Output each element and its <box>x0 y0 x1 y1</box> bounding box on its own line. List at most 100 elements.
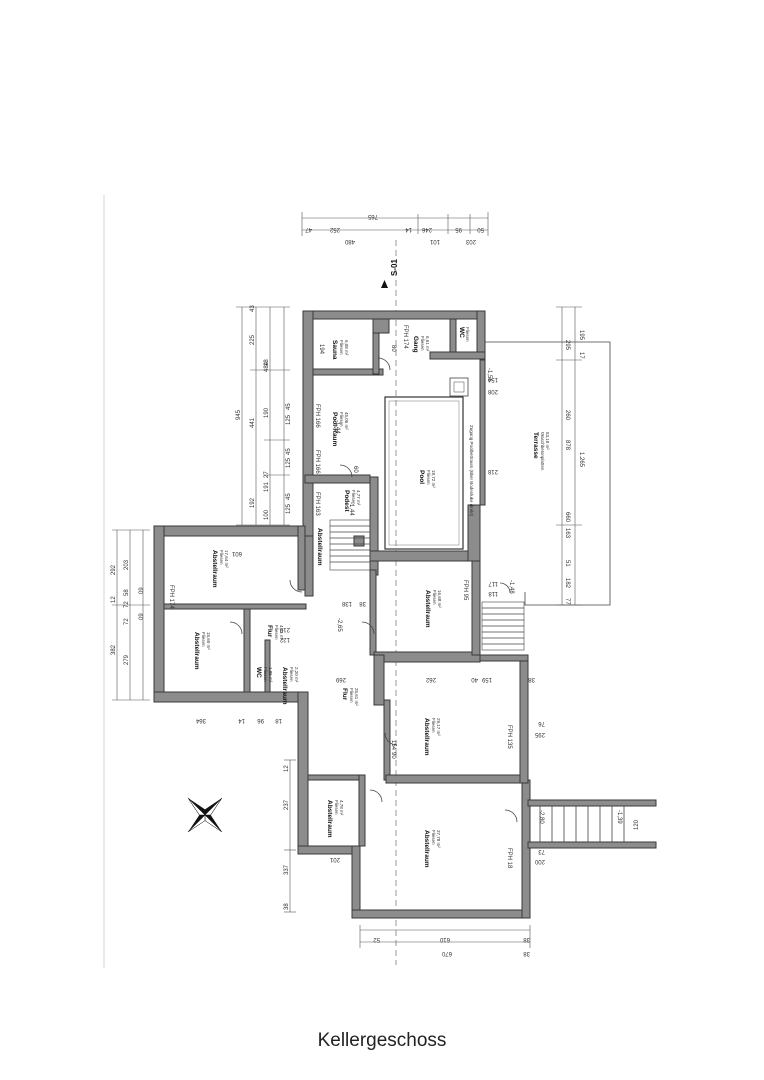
section-label: S-01 <box>390 259 399 276</box>
dim-left-17: 45 <box>286 493 292 500</box>
svg-text:Abstellraum: Abstellraum <box>281 667 288 705</box>
dim-bot-2: 337 <box>284 864 290 875</box>
room-abstell-small: Abstellraum <box>316 528 323 566</box>
dim-top-1: 765 <box>367 213 378 219</box>
dim-inner-29: 154 <box>390 740 396 751</box>
dim-top-3: 252 <box>329 226 340 232</box>
svg-text:Pool: Pool <box>418 470 425 484</box>
dim-inner-28: 120 <box>634 819 640 830</box>
level-5: -2,80 <box>538 810 544 824</box>
dim-right-6: 163 <box>564 528 570 539</box>
svg-text:Fliesen: Fliesen <box>431 830 436 845</box>
svg-text:4,77 m²: 4,77 m² <box>356 490 361 506</box>
dim-inner-23: 118 <box>488 590 498 596</box>
room-wc: WC Fliesen 1,85 m² <box>255 667 273 683</box>
dim-left-2: 441 <box>250 417 256 428</box>
room-abstell-e: Abstellraum Fliesen 29,17 m² <box>423 718 441 756</box>
room-abstell-a: Abstellraum Fliesen 17,64 m² <box>211 550 229 588</box>
level-1: -1,56 <box>486 368 492 382</box>
dim-inner-12: 14 <box>238 717 245 723</box>
dim-right-4: 1.265 <box>578 452 584 468</box>
room-abstell-d: Abstellraum Fliesen 2,20 m² <box>281 667 299 705</box>
dim-inner-2: 210 <box>279 626 290 632</box>
dim-inner-1: 601 <box>231 550 242 556</box>
dim-left-7: 190 <box>264 407 270 418</box>
level-7: -1,44 <box>334 420 340 434</box>
svg-text:Fliesen: Fliesen <box>420 336 425 351</box>
dim-right-2: 295 <box>564 340 570 351</box>
svg-text:37,78 m²: 37,78 m² <box>436 830 441 848</box>
inner-dimensions: 601 210 122 138 38 269 262 40 38 159 364… <box>195 344 640 864</box>
stairs-right <box>481 601 525 651</box>
svg-text:Podest: Podest <box>343 490 350 513</box>
svg-text:Pool-Raum: Pool-Raum <box>331 412 338 447</box>
dim-inner-4: 138 <box>341 600 352 606</box>
dim-left-6: 18 <box>264 359 270 366</box>
room-poolraum: Pool-Raum Fliesen 45,06 m² <box>331 412 349 447</box>
dim-inner-26: 200 <box>534 858 545 864</box>
section-marker: S-01 <box>381 259 399 288</box>
room-pool: Pool Fliesen 18,72 m² <box>418 470 436 488</box>
svg-text:29,17 m²: 29,17 m² <box>436 718 441 736</box>
dim-inner-13: 96 <box>257 717 264 723</box>
svg-text:WC: WC <box>458 327 465 338</box>
stairs-outside <box>527 799 657 849</box>
svg-text:16,68 m²: 16,68 m² <box>437 590 442 608</box>
fph-166-a: FPH 166 <box>314 404 320 428</box>
dim-top-7: 14 <box>405 226 412 232</box>
dim-right-7: 182 <box>564 578 570 589</box>
svg-text:Fliesen: Fliesen <box>289 667 294 682</box>
svg-text:4,01 m²: 4,01 m² <box>279 625 284 641</box>
svg-text:Flur: Flur <box>266 625 273 638</box>
dim-top-5: 101 <box>429 238 440 244</box>
svg-text:Terrasse: Terrasse <box>532 432 539 459</box>
svg-text:Zugang Poolbettraum (über Bode: Zugang Poolbettraum (über Bodenluke dire… <box>469 425 474 517</box>
dim-bottom-1: 670 <box>441 950 452 956</box>
svg-text:Fliesen: Fliesen <box>431 718 436 733</box>
dim-left-9: 191 <box>264 481 270 492</box>
level-6: -1,39 <box>616 810 622 824</box>
fph-174-top: FPH 174 <box>402 325 408 349</box>
dim-mid-1: 292 <box>111 564 117 575</box>
dim-top-10: 203 <box>465 238 476 244</box>
svg-text:Fliesen: Fliesen <box>465 327 470 342</box>
svg-text:Abstellraum: Abstellraum <box>211 550 218 588</box>
level-4: -2,65 <box>336 618 342 632</box>
svg-text:Fliesen: Fliesen <box>274 625 279 640</box>
dim-inner-14: 18 <box>275 717 282 723</box>
dim-left-12: 125 <box>286 414 292 425</box>
svg-text:4,78 m²: 4,78 m² <box>339 800 344 816</box>
svg-text:53,18 m²: 53,18 m² <box>545 432 550 450</box>
dim-top-4: 47 <box>305 226 312 232</box>
dim-left-11: 192 <box>250 497 256 508</box>
svg-text:Fliesen: Fliesen <box>339 412 344 427</box>
fph-163: FPH 163 <box>314 492 320 516</box>
dim-mid-8: 279 <box>124 654 130 665</box>
svg-text:Abstellraum: Abstellraum <box>424 590 431 628</box>
stairs-podest <box>329 519 371 571</box>
room-gang: Gang Fliesen 6,61 m² <box>412 336 430 353</box>
fph-174-left: FPH 174 <box>168 585 174 609</box>
dim-inner-17: 80 <box>390 345 396 352</box>
svg-text:Gang: Gang <box>412 336 419 353</box>
dim-inner-19: 154 <box>487 376 498 382</box>
dim-top-8: 50 <box>477 226 484 232</box>
room-wc-top: WC Fliesen <box>458 327 470 342</box>
svg-text:Fliesen: Fliesen <box>432 590 437 605</box>
svg-text:Fliesen: Fliesen <box>201 632 206 647</box>
svg-text:Abstellraum: Abstellraum <box>423 718 430 756</box>
dim-top-6: 246 <box>421 226 432 232</box>
dim-inner-24: 295 <box>534 731 545 737</box>
level-3: -1,48 <box>508 580 514 594</box>
dim-right-11: 195 <box>578 330 584 341</box>
svg-text:Fliesen: Fliesen <box>426 470 431 485</box>
terrace-outline <box>485 341 611 606</box>
svg-text:45,06 m²: 45,06 m² <box>344 412 349 430</box>
svg-text:Abstellraum: Abstellraum <box>326 800 333 838</box>
dim-inner-10: 159 <box>481 676 492 682</box>
dim-right-5: 660 <box>564 512 570 523</box>
compass-rose-icon <box>187 797 223 833</box>
dim-inner-8: 40 <box>471 676 478 682</box>
dim-bottom-4: 38 <box>523 936 530 942</box>
